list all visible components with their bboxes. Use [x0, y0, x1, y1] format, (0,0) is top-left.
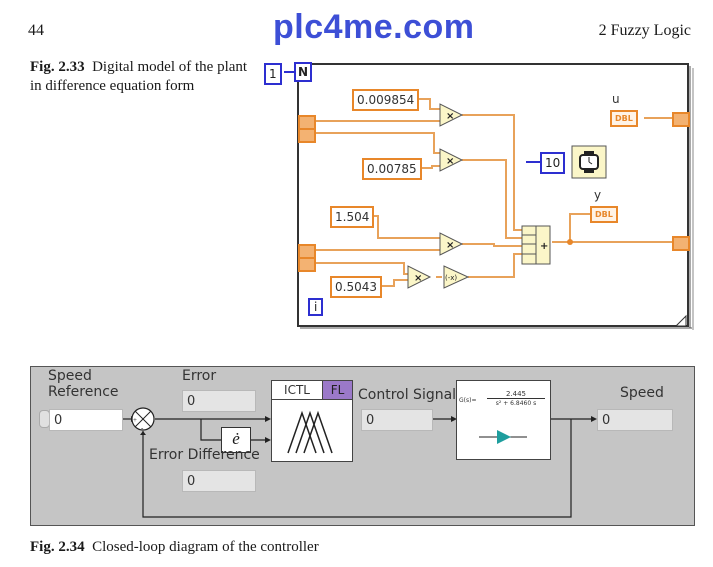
multiply-node: [439, 103, 464, 127]
shift-register-left: [298, 257, 316, 272]
speed-indicator: 0: [597, 409, 673, 431]
shift-register-right: [672, 236, 690, 251]
figure-label: Fig. 2.34: [30, 539, 85, 555]
error-difference-label: Error Difference: [149, 447, 260, 463]
multiply-node: [407, 265, 432, 289]
svg-text:+: +: [133, 416, 137, 424]
coefficient-constant[interactable]: 1.504: [330, 206, 375, 228]
closed-loop-panel: + - Speed Reference 0 Error 0 ė Error Di…: [30, 366, 695, 526]
svg-text:×: ×: [446, 156, 454, 167]
fuzzy-controller-block: ICTL FL: [271, 380, 353, 462]
derivative-block: ė: [221, 427, 251, 453]
svg-text:-: -: [141, 424, 144, 432]
speed-reference-label: Speed Reference: [48, 368, 119, 400]
transfer-function-block: G(s)= 2.445 s² + 6.8460 s: [456, 380, 551, 460]
page-number: 44: [28, 22, 44, 39]
loop-wires: + -: [123, 407, 597, 518]
loop-count-constant[interactable]: 1: [264, 63, 282, 85]
output-u-label: u: [612, 92, 620, 106]
shift-register-right: [672, 112, 690, 127]
watch-icon: [579, 151, 599, 173]
ictl-tab: ICTL: [272, 381, 323, 400]
wait-ms-constant[interactable]: 10: [540, 152, 566, 174]
figure-2-33-caption: Fig. 2.33 Digital model of the plant in …: [30, 58, 250, 96]
multiply-symbol: ×: [446, 111, 454, 122]
speed-label: Speed: [620, 385, 664, 401]
multiply-node: [439, 232, 464, 256]
coefficient-constant[interactable]: 0.00785: [362, 158, 422, 180]
error-indicator: 0: [182, 390, 256, 412]
error-difference-indicator: 0: [182, 470, 256, 492]
add-symbol: +: [540, 241, 548, 252]
svg-text:×: ×: [446, 240, 454, 251]
output-y-label: y: [594, 188, 602, 202]
multiply-node: [439, 148, 464, 172]
figure-label: Fig. 2.33: [30, 59, 85, 75]
membership-functions-icon: [287, 410, 333, 454]
labview-block-diagram: × × × × (-x) + 1 N i 0.009854 0.00785 1.…: [264, 58, 694, 333]
output-y-indicator: DBL: [590, 206, 618, 223]
control-signal-indicator: 0: [361, 409, 433, 431]
coefficient-constant[interactable]: 0.5043: [330, 276, 382, 298]
loop-count-terminal: N: [294, 62, 313, 82]
figure-caption-text: Closed-loop diagram of the controller: [92, 539, 319, 555]
control-signal-label: Control Signal: [358, 387, 457, 403]
wire-junction: [567, 239, 573, 245]
diagram-wires: × × × × (-x) +: [284, 63, 694, 330]
summing-junction: + -: [131, 407, 155, 432]
fl-tab: FL: [323, 381, 352, 400]
speed-reference-input[interactable]: 0: [49, 409, 123, 431]
tf-denominator: s² + 6.8460 s: [495, 400, 537, 407]
svg-text:×: ×: [414, 273, 422, 284]
negate-symbol: (-x): [445, 274, 457, 282]
frame-corner-fold: [674, 314, 687, 327]
iteration-terminal: i: [308, 298, 324, 316]
tf-numerator: 2.445: [487, 390, 545, 399]
figure-2-34-caption: Fig. 2.34 Closed-loop diagram of the con…: [30, 538, 450, 557]
shift-register-left: [298, 128, 316, 143]
coefficient-constant[interactable]: 0.009854: [352, 89, 420, 111]
watermark: plc4me.com: [273, 8, 475, 46]
chapter-title: 2 Fuzzy Logic: [598, 22, 691, 39]
tf-prefix: G(s)=: [459, 397, 477, 404]
output-u-indicator: DBL: [610, 110, 638, 127]
gain-arrow-icon: [479, 430, 527, 444]
error-label: Error: [182, 368, 217, 384]
figure-caption-text: Digital model of the plant in difference…: [30, 59, 248, 94]
negate-node: [443, 265, 470, 289]
